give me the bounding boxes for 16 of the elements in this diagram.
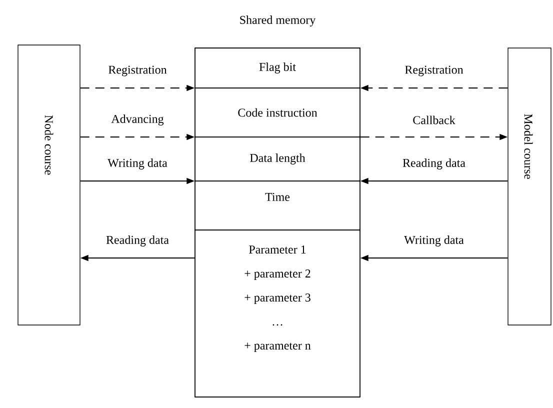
edge-label: Reading data [402, 158, 466, 170]
edge-label: Writing data [106, 158, 168, 170]
memory-field: Parameter 1 + parameter 2 + parameter 3 … + parameter n [194, 230, 360, 398]
process-box: Node course [18, 44, 80, 326]
edge-label: Reading data [105, 234, 170, 248]
memory-field: Time [194, 180, 360, 230]
edge-label: Registration [107, 64, 168, 78]
memory-field: Data length [194, 136, 360, 182]
process-box: Model course [508, 48, 552, 326]
edge-label: Callback [412, 114, 456, 126]
edge-label: Advancing [110, 114, 165, 126]
edge-label: Writing data [403, 234, 465, 248]
node-label: Shared memory [240, 16, 316, 26]
edge-label: Registration [404, 64, 464, 78]
memory-field: Code instruction [194, 88, 360, 138]
memory-field: Flag bit [194, 48, 360, 88]
